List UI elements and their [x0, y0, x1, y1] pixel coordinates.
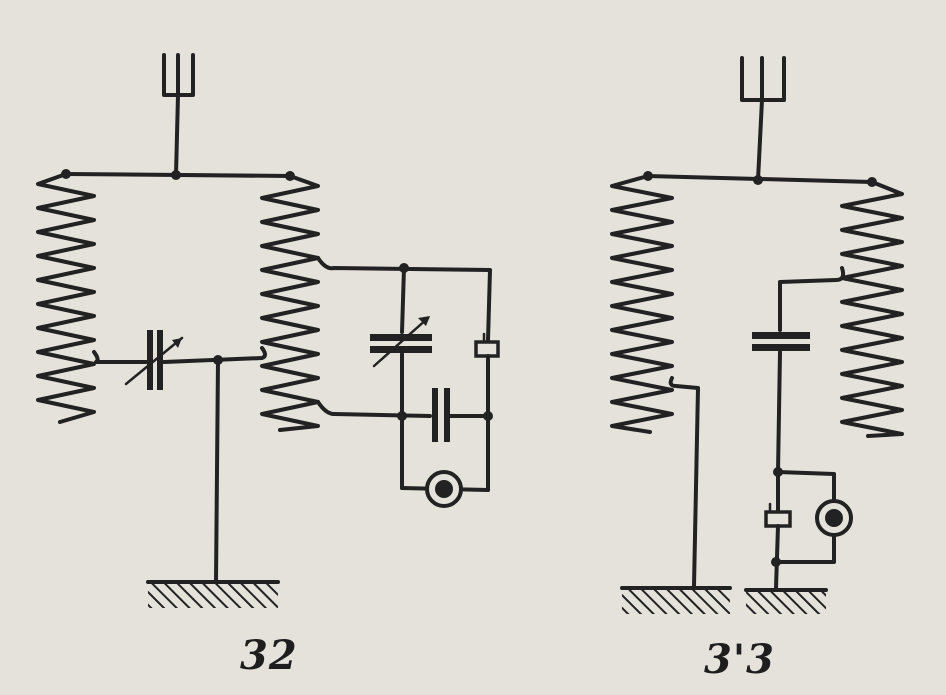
secondary-top-wire [316, 256, 492, 342]
fixed-capacitor-icon [752, 332, 810, 351]
secondary-bottom-wire [316, 400, 432, 418]
ground-icon [744, 588, 828, 614]
phone-loop-wire [776, 470, 836, 502]
capacitor-lead-wire [400, 266, 406, 334]
ground-lead-wire [214, 358, 220, 584]
tap-wire [92, 350, 148, 364]
right-coil-icon [260, 174, 320, 432]
left-coil-icon [36, 172, 96, 424]
antenna-icon [740, 56, 786, 182]
telephone-receiver-icon [815, 499, 853, 537]
figure-33-label: 3'3 [704, 636, 775, 683]
left-coil-icon [610, 174, 674, 434]
figure-32 [36, 53, 500, 608]
junction-dot [483, 411, 493, 421]
junction-dot [171, 170, 181, 180]
variable-capacitor-icon [124, 330, 184, 390]
figure-32-label: 32 [240, 632, 298, 679]
ground-icon [146, 580, 280, 608]
tap-wire [162, 346, 267, 364]
variable-capacitor-icon [370, 316, 432, 368]
right-coil-icon [840, 180, 904, 438]
capacitor-lead-wire [776, 350, 782, 474]
junction-dot [397, 411, 407, 421]
ground-lead-wire [668, 376, 700, 588]
antenna-icon [162, 53, 195, 177]
figure-33 [610, 56, 904, 614]
ground-icon [620, 586, 732, 614]
telephone-receiver-icon [425, 470, 463, 508]
capacitor-lead-wire [778, 266, 846, 332]
phone-loop-wire [774, 534, 836, 564]
junction-dot [753, 175, 763, 185]
detector-lead-wire [774, 524, 780, 590]
fixed-capacitor-icon [432, 388, 450, 442]
